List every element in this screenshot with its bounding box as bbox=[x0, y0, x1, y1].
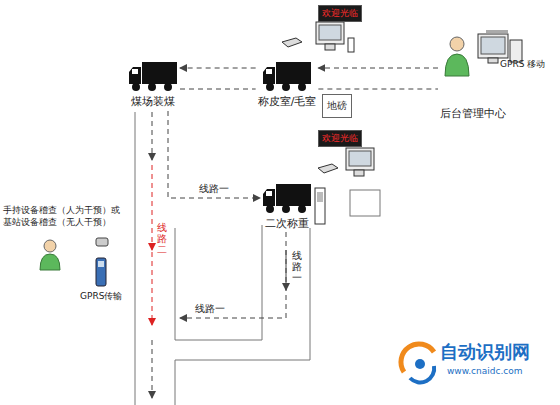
route-line bbox=[152, 252, 153, 325]
note-label: 手持设备稽查（人为干预）或 bbox=[3, 204, 120, 217]
route-connector bbox=[318, 68, 438, 69]
route-connector bbox=[318, 89, 438, 90]
truck-station: 称皮室/毛室 bbox=[258, 60, 317, 109]
scale-box: 地磅 bbox=[322, 94, 352, 118]
truck-station: 二次称重 bbox=[262, 182, 312, 231]
route-line bbox=[152, 340, 153, 398]
route-label: 线路二 bbox=[157, 222, 167, 255]
note-label: GPRS传输 bbox=[80, 290, 122, 303]
note-label: GPRS 移动 bbox=[500, 58, 545, 71]
route-connector bbox=[168, 111, 260, 198]
node-text: 煤场装煤 bbox=[128, 94, 178, 109]
note-label: 基站设备稽查（无人干预） bbox=[3, 216, 111, 229]
route-connector bbox=[180, 68, 256, 69]
logo bbox=[401, 344, 434, 382]
node-text: 欢迎光临 bbox=[322, 7, 358, 20]
truck-icon bbox=[262, 60, 312, 92]
road-lines bbox=[135, 112, 310, 405]
watermark: www.cnaidc.com bbox=[447, 366, 523, 376]
truck-icon bbox=[128, 60, 178, 92]
route-connector bbox=[180, 89, 256, 90]
node-text: 地磅 bbox=[327, 99, 347, 113]
route-line bbox=[180, 232, 286, 318]
led-sign: 欢迎光临 bbox=[318, 130, 362, 147]
computer bbox=[315, 144, 380, 224]
node-text: 称皮室/毛室 bbox=[258, 94, 317, 109]
route-label: 线路一 bbox=[195, 302, 225, 316]
truck-station: 煤场装煤 bbox=[128, 60, 178, 109]
person-station: 后台管理中心 bbox=[440, 30, 506, 121]
route-label: 线路一 bbox=[199, 182, 229, 196]
person-icon bbox=[440, 30, 474, 104]
route-line bbox=[152, 165, 153, 250]
led-sign: 欢迎光临 bbox=[318, 5, 362, 22]
route-arrow bbox=[286, 250, 287, 290]
computer bbox=[478, 30, 522, 63]
node-text: 二次称重 bbox=[262, 216, 312, 231]
node-text: 欢迎光临 bbox=[322, 132, 358, 145]
inspector bbox=[40, 238, 108, 286]
route-label: 线路一 bbox=[292, 250, 302, 283]
route-line bbox=[152, 112, 153, 160]
watermark: 自动识别网 bbox=[440, 340, 530, 364]
truck-icon bbox=[262, 182, 312, 214]
node-text: 后台管理中心 bbox=[440, 106, 506, 121]
